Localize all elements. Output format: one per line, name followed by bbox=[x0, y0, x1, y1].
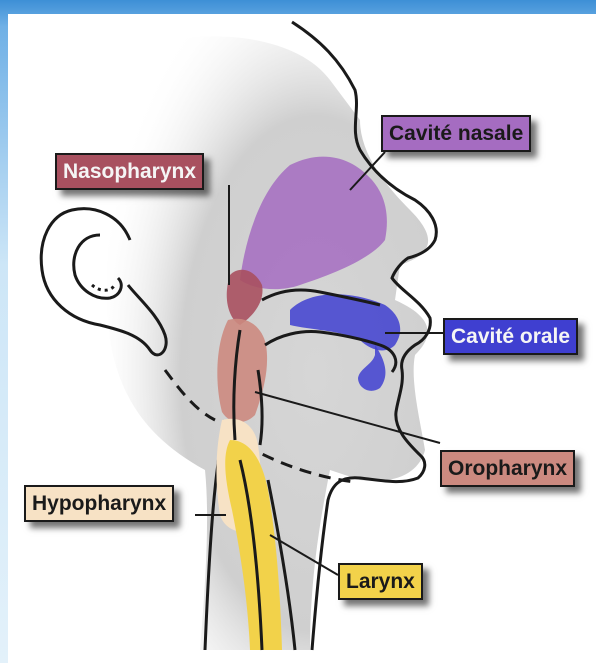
label-cavite-nasale: Cavité nasale bbox=[381, 115, 531, 152]
label-larynx: Larynx bbox=[338, 563, 423, 600]
label-nasopharynx: Nasopharynx bbox=[55, 153, 204, 190]
label-hypopharynx: Hypopharynx bbox=[24, 485, 174, 522]
label-oropharynx: Oropharynx bbox=[440, 450, 575, 487]
label-cavite-orale: Cavité orale bbox=[443, 318, 578, 355]
